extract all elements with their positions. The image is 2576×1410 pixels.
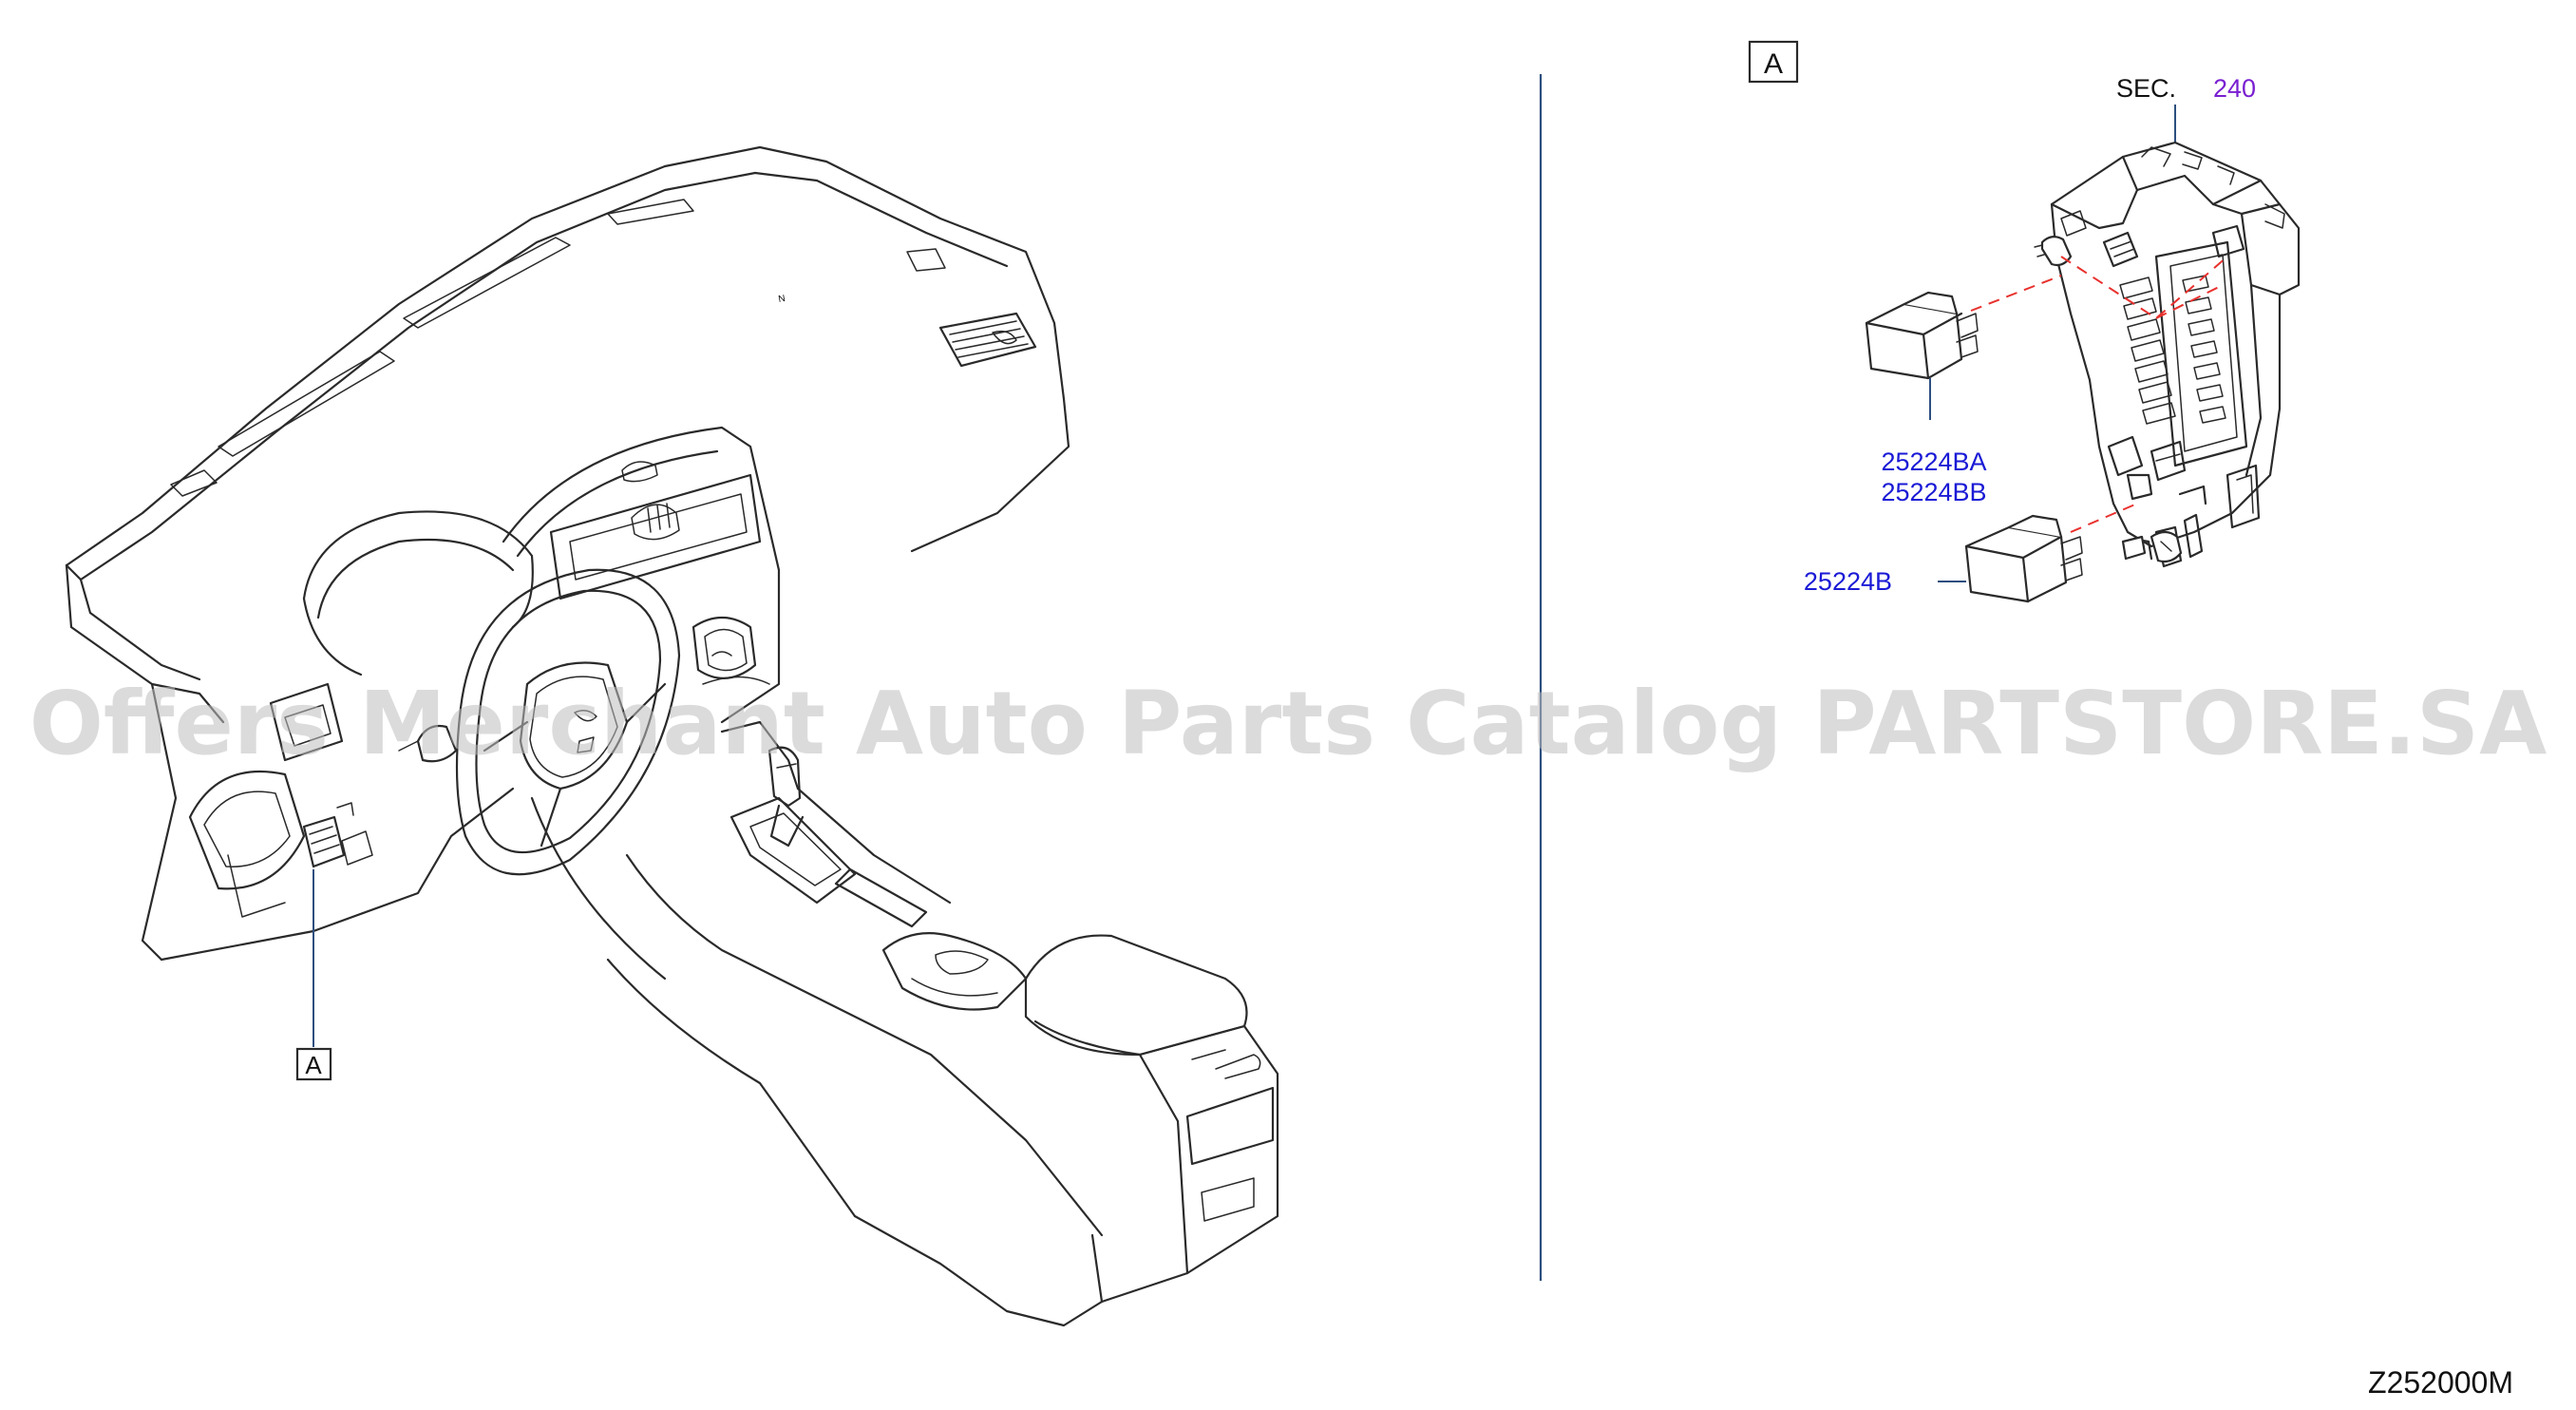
instrument-panel-illustration: N [65, 145, 1279, 1327]
detail-a-relay-block: A SEC. 240 [1748, 40, 2301, 603]
relay-lower [1964, 514, 2083, 603]
fuse-block [2034, 141, 2301, 568]
watermark-text: Offers Merchant Auto Parts Catalog PARTS… [29, 673, 2548, 774]
svg-text:N: N [778, 294, 786, 305]
reference-label-detail: A [1764, 48, 1783, 80]
section-ref-number: 240 [2213, 74, 2256, 103]
part-number-25224b[interactable]: 25224B [1804, 567, 1892, 596]
diagram-code: Z252000M [2368, 1365, 2513, 1400]
reference-label-detail-box [1748, 40, 1799, 84]
reference-label-left-box [295, 1047, 332, 1081]
relay-upper [1865, 291, 1979, 380]
section-ref-prefix: SEC. [2116, 74, 2176, 103]
part-number-25224bb[interactable]: 25224BB [1881, 478, 1986, 506]
reference-label-left: A [305, 1051, 322, 1079]
part-number-25224ba[interactable]: 25224BA [1881, 448, 1986, 476]
